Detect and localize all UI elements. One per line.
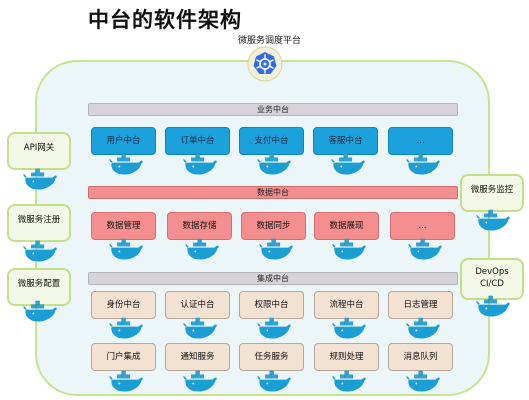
integration-box-8[interactable]: 任务服务 (239, 343, 304, 371)
docker-whale-icon (406, 317, 441, 340)
integration-box-4[interactable]: 流程中台 (314, 291, 379, 319)
docker-whale-icon (183, 317, 218, 340)
data-layer-bar: 数据中台 (88, 186, 458, 199)
docker-whale-icon (109, 317, 144, 340)
docker-whale-icon (476, 295, 511, 318)
docker-whale-icon (185, 238, 220, 261)
docker-whale-icon (23, 168, 58, 191)
docker-whale-icon (406, 370, 441, 393)
business-box-4[interactable]: 客服中台 (313, 127, 378, 155)
page-title: 中台的软件架构 (88, 8, 242, 32)
integration-box-9[interactable]: 规则处理 (314, 343, 379, 371)
docker-whale-icon (109, 153, 144, 176)
docker-whale-icon (257, 370, 292, 393)
docker-whale-icon (257, 317, 292, 340)
devops-box[interactable]: DevOps CI/CD (460, 258, 524, 300)
docker-whale-icon (331, 153, 366, 176)
business-layer-bar: 业务中台 (88, 103, 458, 116)
docker-whale-icon (109, 370, 144, 393)
integration-box-3[interactable]: 权限中台 (239, 291, 304, 319)
docker-whale-icon (23, 240, 58, 263)
docker-whale-icon (408, 238, 443, 261)
api-gateway-box[interactable]: API网关 (7, 132, 71, 170)
integration-box-1[interactable]: 身份中台 (91, 291, 156, 319)
business-box-2[interactable]: 订单中台 (165, 127, 230, 155)
integration-box-6[interactable]: 门户集成 (91, 343, 156, 371)
docker-whale-icon (332, 370, 367, 393)
docker-whale-icon (23, 300, 58, 323)
docker-whale-icon (109, 238, 144, 261)
docker-whale-icon (183, 370, 218, 393)
integration-box-2[interactable]: 认证中台 (165, 291, 230, 319)
docker-whale-icon (406, 153, 441, 176)
data-box-2[interactable]: 数据存储 (167, 212, 232, 240)
integration-layer-bar: 集成中台 (88, 272, 458, 285)
integration-box-7[interactable]: 通知服务 (165, 343, 230, 371)
business-box-1[interactable]: 用户中台 (91, 127, 156, 155)
docker-whale-icon (183, 153, 218, 176)
docker-whale-icon (476, 209, 511, 232)
service-registry-box[interactable]: 微服务注册 (7, 204, 71, 242)
kubernetes-helm-icon (247, 46, 283, 82)
docker-whale-icon (332, 317, 367, 340)
business-box-more[interactable]: ... (388, 127, 453, 155)
docker-whale-icon (259, 238, 294, 261)
scheduler-label: 微服务调度平台 (238, 36, 302, 46)
docker-whale-icon (257, 153, 292, 176)
data-box-1[interactable]: 数据管理 (91, 212, 156, 240)
business-box-3[interactable]: 支付中台 (239, 127, 304, 155)
data-box-more[interactable]: ... (390, 212, 455, 240)
service-monitor-box[interactable]: 微服务监控 (460, 174, 524, 212)
docker-whale-icon (332, 238, 367, 261)
data-box-3[interactable]: 数据同步 (241, 212, 306, 240)
integration-box-10[interactable]: 消息队列 (388, 343, 453, 371)
data-box-4[interactable]: 数据展现 (314, 212, 379, 240)
integration-box-5[interactable]: 日志管理 (388, 291, 453, 319)
